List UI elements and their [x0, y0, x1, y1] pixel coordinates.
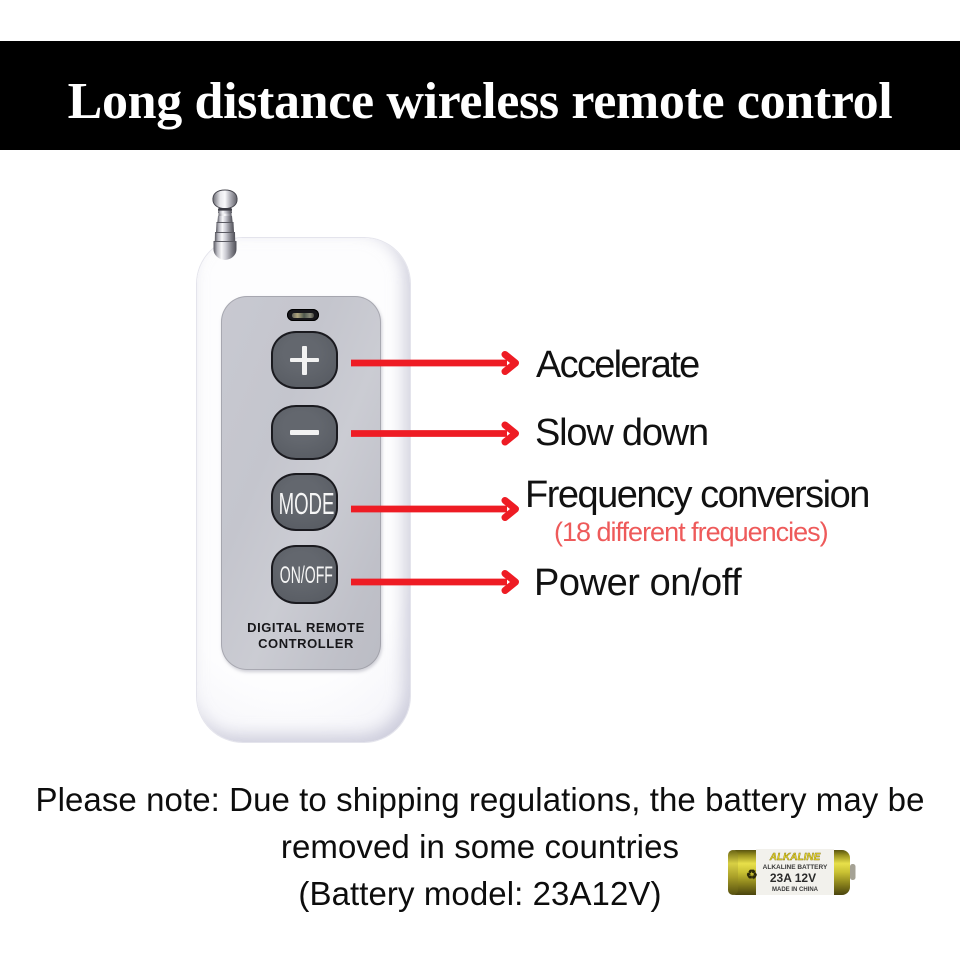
svg-text:ALKALINE BATTERY: ALKALINE BATTERY [763, 864, 828, 871]
svg-text:23A 12V: 23A 12V [770, 871, 816, 885]
svg-text:ALKALINE: ALKALINE [769, 852, 821, 863]
svg-text:♻: ♻ [746, 867, 758, 882]
svg-text:MADE IN CHINA: MADE IN CHINA [772, 887, 819, 893]
